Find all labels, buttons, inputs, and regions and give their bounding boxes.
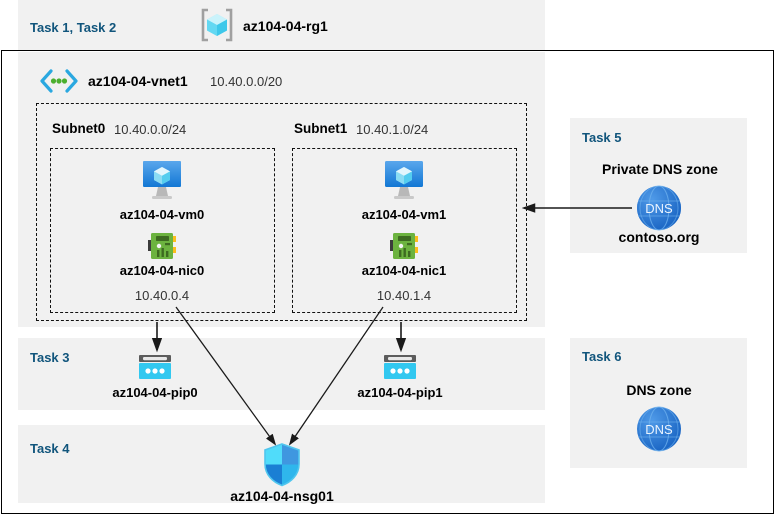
dns-zone-heading: DNS zone bbox=[626, 382, 692, 398]
nic1-name: az104-04-nic1 bbox=[361, 263, 447, 278]
public-ip-address-icon bbox=[135, 353, 175, 383]
vm1-name: az104-04-vm1 bbox=[361, 207, 447, 222]
dns-zone-icon: DNS bbox=[633, 404, 685, 454]
resource-group-name: az104-04-rg1 bbox=[243, 18, 328, 34]
nic0-name: az104-04-nic0 bbox=[119, 263, 205, 278]
network-security-group-icon bbox=[262, 443, 302, 487]
resource-group-header-panel bbox=[18, 0, 545, 50]
nic1-ip: 10.40.1.4 bbox=[376, 288, 432, 303]
private-dns-zone-heading: Private DNS zone bbox=[602, 161, 718, 177]
pip0-name: az104-04-pip0 bbox=[112, 385, 198, 400]
private-dns-zone-name: contoso.org bbox=[618, 229, 700, 245]
vnet-panel bbox=[18, 52, 545, 327]
nic0-ip: 10.40.0.4 bbox=[134, 288, 190, 303]
network-interface-icon bbox=[146, 231, 178, 261]
subnet0-name: Subnet0 bbox=[52, 121, 106, 136]
dns-icon-text: DNS bbox=[645, 422, 673, 437]
public-ip-address-icon bbox=[380, 353, 420, 383]
dns-zone-icon: DNS bbox=[633, 183, 685, 233]
task-label-6: Task 6 bbox=[582, 349, 622, 364]
network-interface-icon bbox=[388, 231, 420, 261]
task3-panel bbox=[18, 338, 545, 410]
virtual-machine-icon bbox=[381, 159, 427, 201]
task-label-3: Task 3 bbox=[30, 350, 70, 365]
subnet1-box bbox=[292, 148, 517, 313]
vm0-name: az104-04-vm0 bbox=[119, 207, 205, 222]
vnet-name: az104-04-vnet1 bbox=[88, 73, 188, 89]
task-label-5: Task 5 bbox=[582, 130, 622, 145]
pip1-name: az104-04-pip1 bbox=[357, 385, 443, 400]
virtual-machine-icon bbox=[139, 159, 185, 201]
subnet0-cidr: 10.40.0.0/24 bbox=[114, 122, 187, 137]
virtual-network-icon bbox=[38, 68, 80, 94]
task-label-1-2: Task 1, Task 2 bbox=[30, 20, 117, 35]
dns-icon-text: DNS bbox=[645, 201, 673, 216]
task-label-4: Task 4 bbox=[30, 441, 70, 456]
vnet-address-space: 10.40.0.0/20 bbox=[210, 74, 283, 89]
resource-group-icon bbox=[199, 8, 235, 42]
nsg-name: az104-04-nsg01 bbox=[230, 488, 334, 504]
subnet0-box bbox=[50, 148, 275, 313]
subnet1-name: Subnet1 bbox=[294, 121, 348, 136]
subnet1-cidr: 10.40.1.0/24 bbox=[356, 122, 429, 137]
